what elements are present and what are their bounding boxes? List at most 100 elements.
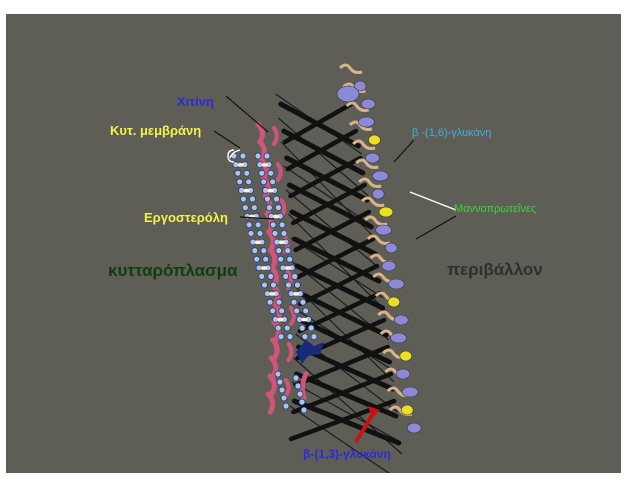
lipid-head bbox=[261, 282, 267, 288]
lipid-head bbox=[252, 248, 258, 254]
lipid-head bbox=[279, 222, 285, 228]
lipid-head bbox=[270, 282, 276, 288]
mannoprotein bbox=[365, 153, 379, 163]
chitin-pointer bbox=[226, 96, 268, 132]
lipid-head bbox=[283, 403, 289, 409]
lipid-head bbox=[266, 205, 272, 211]
lipid-head bbox=[267, 299, 273, 305]
ergosterol-mark bbox=[301, 318, 307, 322]
mannoprotein-pointer-2 bbox=[416, 216, 456, 239]
lipid-head bbox=[240, 196, 246, 202]
lipid-head bbox=[281, 230, 287, 236]
lipid-head bbox=[273, 196, 279, 202]
chitin-strand bbox=[286, 380, 289, 396]
beta-1-6-pointer bbox=[394, 140, 414, 162]
mannoprotein bbox=[372, 189, 384, 199]
ergosterol-mark bbox=[238, 163, 244, 167]
lipid-head bbox=[259, 273, 265, 279]
lipid-head bbox=[308, 325, 314, 331]
lipid-head bbox=[264, 196, 270, 202]
lipid-head bbox=[242, 205, 248, 211]
membrane-pointer bbox=[214, 131, 240, 148]
lipid-head bbox=[285, 248, 291, 254]
mannoprotein bbox=[388, 279, 404, 289]
mannoprotein bbox=[382, 261, 396, 271]
lipid-head bbox=[276, 299, 282, 305]
ergosterol-mark bbox=[269, 292, 275, 296]
lipid-head bbox=[235, 170, 241, 176]
lipid-head bbox=[283, 273, 289, 279]
mannoprotein bbox=[401, 405, 413, 415]
mannoprotein bbox=[396, 369, 410, 379]
lipid-head bbox=[261, 248, 267, 254]
lipid-head bbox=[276, 248, 282, 254]
ergosterol-mark bbox=[273, 215, 279, 219]
lipid-head bbox=[270, 308, 276, 314]
membrane-protein bbox=[296, 340, 324, 364]
lipid-head bbox=[255, 222, 261, 228]
mannoprotein bbox=[358, 117, 374, 127]
lipid-head bbox=[294, 282, 300, 288]
chitin-strand bbox=[274, 128, 277, 144]
lipid-head bbox=[261, 179, 267, 185]
mannoprotein bbox=[388, 297, 400, 307]
lipid-head bbox=[300, 299, 306, 305]
mannoprotein bbox=[376, 225, 392, 235]
mannoprotein-pointer-1 bbox=[410, 192, 456, 210]
lipid-head bbox=[277, 379, 283, 385]
ergosterol-mark bbox=[244, 189, 250, 193]
lipid-head bbox=[311, 334, 317, 340]
chitin-label: Χιτίνη bbox=[177, 94, 214, 109]
slide-background: Χιτίνη Κυτ. μεμβράνη Εργοστερόλη κυτταρό… bbox=[6, 14, 621, 473]
lipid-head bbox=[281, 395, 287, 401]
lipid-head bbox=[268, 170, 274, 176]
mannoprotein bbox=[361, 99, 375, 109]
lipid-head bbox=[264, 153, 270, 159]
lipid-head bbox=[293, 375, 299, 381]
environment-label: περιβάλλον bbox=[447, 260, 543, 280]
lipid-head bbox=[275, 325, 281, 331]
lipid-head bbox=[244, 170, 250, 176]
ergosterol-mark bbox=[277, 318, 283, 322]
lipid-head bbox=[291, 299, 297, 305]
lipid-head bbox=[292, 273, 298, 279]
chitin-strand bbox=[289, 344, 292, 360]
mannoprotein bbox=[394, 315, 408, 325]
lipid-head bbox=[275, 371, 281, 377]
beta-1-3-glucan-label: β-(1,3)-γλυκάνη bbox=[303, 447, 391, 461]
ergosterol-label: Εργοστερόλη bbox=[144, 210, 228, 225]
lipid-head bbox=[263, 256, 269, 262]
lipid-head bbox=[237, 179, 243, 185]
lipid-head bbox=[297, 391, 303, 397]
lipid-head bbox=[278, 256, 284, 262]
chitin-strand bbox=[270, 376, 275, 394]
chitin-strand bbox=[270, 250, 275, 268]
lipid-head bbox=[246, 222, 252, 228]
lipid-head bbox=[278, 334, 284, 340]
chitin-strand bbox=[273, 340, 278, 358]
lipid-head bbox=[285, 282, 291, 288]
lipid-head bbox=[249, 196, 255, 202]
mannoprotein bbox=[385, 243, 397, 253]
lipid-head bbox=[259, 170, 265, 176]
lipid-head bbox=[240, 153, 246, 159]
ergosterol-mark bbox=[293, 292, 299, 296]
lipid-head bbox=[287, 256, 293, 262]
lipid-head bbox=[248, 230, 254, 236]
lipid-head bbox=[287, 334, 293, 340]
lipid-head bbox=[257, 230, 263, 236]
lipid-head bbox=[275, 205, 281, 211]
lipid-head bbox=[270, 179, 276, 185]
lipid-head bbox=[295, 383, 301, 389]
mannoprotein bbox=[391, 333, 407, 343]
beta-1-6-glucan-label: β -(1,6)-γλυκάνη bbox=[412, 127, 491, 139]
ergosterol-mark bbox=[279, 241, 285, 245]
lipid-head bbox=[299, 325, 305, 331]
membrane-protein bbox=[296, 340, 324, 364]
lipid-head bbox=[272, 230, 278, 236]
cell-membrane-label: Κυτ. μεμβράνη bbox=[110, 123, 201, 138]
mannoprotein bbox=[337, 86, 359, 102]
mannoprotein bbox=[402, 387, 418, 397]
mannoproteins-label: Μαννοπρωτεΐνες bbox=[454, 203, 536, 215]
lipid-head bbox=[279, 387, 285, 393]
